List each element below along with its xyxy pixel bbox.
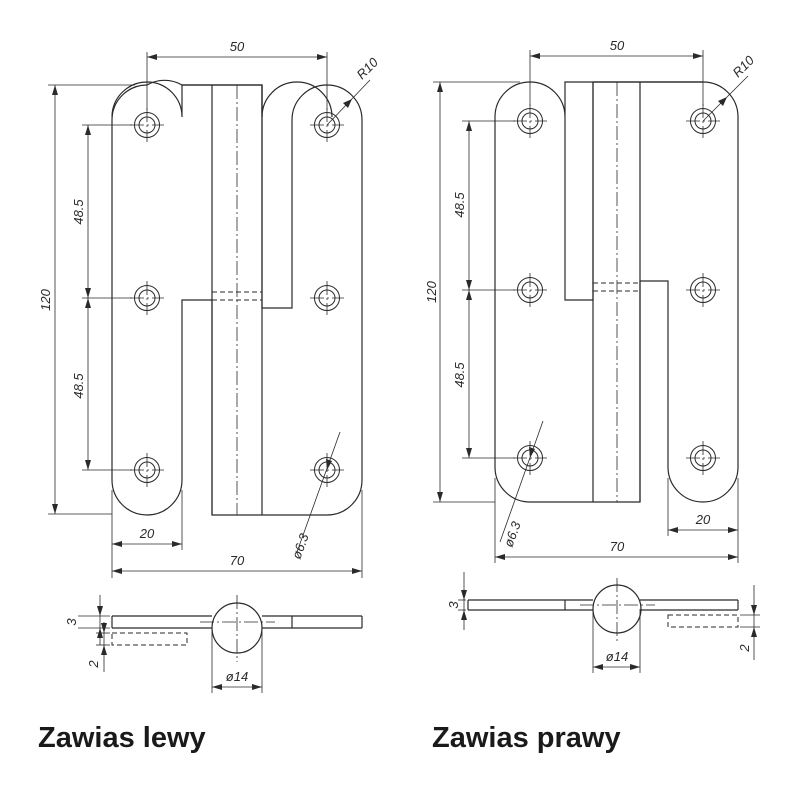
left-dim-20-label: 20 bbox=[139, 526, 155, 541]
left-dim-spacing-upper-label: 48.5 bbox=[71, 199, 86, 225]
left-hole-1 bbox=[129, 107, 165, 143]
right-hole-6 bbox=[685, 440, 721, 476]
right-dim-20: 20 bbox=[667, 478, 739, 563]
left-dim-50-label: 50 bbox=[230, 39, 245, 54]
right-dim-thick-3-label: 3 bbox=[446, 601, 461, 609]
right-dim-knuckle-label: ø14 bbox=[606, 649, 628, 664]
left-dim-48-5: 48.5 48.5 bbox=[71, 124, 132, 471]
left-dim-knuckle-label: ø14 bbox=[226, 669, 248, 684]
left-dim-knuckle: ø14 bbox=[211, 628, 263, 693]
left-dim-radius-label: R10 bbox=[354, 54, 382, 82]
left-dim-thick-2-label: 2 bbox=[86, 660, 101, 669]
right-hole-1 bbox=[512, 103, 548, 139]
right-hole-5 bbox=[685, 272, 721, 308]
left-hinge-front-view: 50 R10 120 48.5 48.5 bbox=[38, 39, 382, 578]
left-dim-thick-3-label: 3 bbox=[64, 618, 79, 626]
left-hole-2 bbox=[129, 280, 165, 316]
left-dim-120-label: 120 bbox=[38, 288, 53, 310]
right-dim-120: 120 bbox=[424, 81, 520, 503]
right-dim-radius: R10 bbox=[702, 52, 758, 122]
left-dim-50: 50 bbox=[146, 39, 328, 110]
right-dim-70-label: 70 bbox=[610, 539, 625, 554]
left-hinge-caption: Zawias lewy bbox=[38, 722, 206, 754]
left-dim-thick-3: 3 bbox=[64, 595, 110, 645]
right-dim-48-5: 48.5 48.5 bbox=[452, 120, 515, 459]
right-dim-thick-3: 3 bbox=[446, 572, 467, 630]
left-dim-120: 120 bbox=[38, 84, 135, 515]
right-dim-20-label: 20 bbox=[695, 512, 711, 527]
right-hinge-front-view: 50 R10 120 48.5 48.5 bbox=[424, 38, 758, 563]
right-dim-knuckle: ø14 bbox=[592, 609, 641, 673]
right-dim-spacing-upper-label: 48.5 bbox=[452, 192, 467, 218]
left-dim-spacing-lower-label: 48.5 bbox=[71, 373, 86, 399]
right-dim-70: 70 bbox=[494, 478, 738, 563]
right-dim-thick-2: 2 bbox=[737, 585, 760, 660]
left-dim-radius: R10 bbox=[326, 54, 382, 126]
right-dim-hole: ø6.3 bbox=[499, 420, 544, 549]
right-dim-120-label: 120 bbox=[424, 280, 439, 302]
left-dim-hole-label: ø6.3 bbox=[289, 531, 312, 561]
right-dim-50: 50 bbox=[529, 38, 704, 106]
left-hinge-side-view: 3 2 ø14 bbox=[64, 595, 363, 693]
left-dim-hole: ø6.3 bbox=[289, 431, 341, 561]
right-dim-spacing-lower-label: 48.5 bbox=[452, 362, 467, 388]
right-dim-radius-label: R10 bbox=[730, 52, 758, 80]
left-dim-20: 20 bbox=[111, 490, 183, 578]
right-hole-2 bbox=[512, 272, 548, 308]
left-dim-70: 70 bbox=[112, 490, 363, 578]
right-hinge-side-view: 3 2 ø14 bbox=[446, 572, 760, 673]
left-hole-5 bbox=[309, 280, 345, 316]
left-hole-3 bbox=[129, 452, 165, 488]
left-dim-thick-2: 2 bbox=[86, 622, 110, 672]
right-dim-thick-2-label: 2 bbox=[737, 644, 752, 653]
right-hinge-body bbox=[494, 81, 739, 503]
left-hinge-body bbox=[111, 79, 363, 516]
right-hinge-caption: Zawias prawy bbox=[432, 722, 621, 754]
left-dim-70-label: 70 bbox=[230, 553, 245, 568]
right-dim-50-label: 50 bbox=[610, 38, 625, 53]
right-dim-hole-label: ø6.3 bbox=[501, 519, 524, 549]
